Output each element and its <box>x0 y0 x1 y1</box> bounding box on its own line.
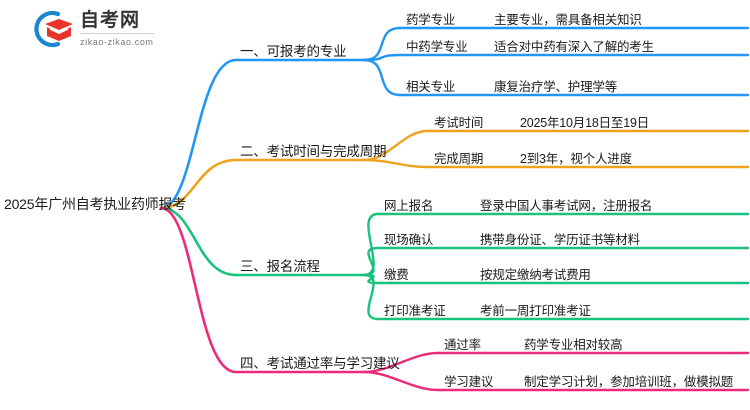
leaf-node[interactable]: 学习建议 制定学习计划，参加培训班，做模拟题 <box>444 367 746 392</box>
leaf-node-value: 2025年10月18日至19日 <box>520 116 650 130</box>
graduation-cap-logo-icon <box>28 8 74 50</box>
logo-title: 自考网 <box>80 11 154 34</box>
root-node-label: 2025年广州自考执业药师报考 <box>4 196 187 212</box>
leaf-node[interactable]: 药学专业 主要专业，需具备相关知识 <box>406 5 746 30</box>
leaf-node-value: 康复治疗学、护理学等 <box>494 80 618 94</box>
leaf-node-key: 现场确认 <box>384 233 434 247</box>
branch-node-label: 一、可报考的专业 <box>240 44 347 59</box>
leaf-node-key: 相关专业 <box>406 80 456 94</box>
leaf-node-value: 主要专业，需具备相关知识 <box>494 13 642 27</box>
leaf-node[interactable]: 相关专业 康复治疗学、护理学等 <box>406 72 746 97</box>
leaf-node-value: 按规定缴纳考试费用 <box>480 268 591 282</box>
leaf-node-key: 考试时间 <box>434 116 484 130</box>
leaf-node[interactable]: 通过率 药学专业相对较高 <box>444 330 746 355</box>
logo-domain: zikao-zikao.com <box>80 37 154 47</box>
leaf-node-key: 完成周期 <box>434 152 484 166</box>
leaf-node[interactable]: 完成周期 2到3年，视个人进度 <box>434 144 746 169</box>
leaf-node-key: 通过率 <box>444 338 481 352</box>
leaf-node-key: 药学专业 <box>406 13 456 27</box>
leaf-node-value: 2到3年，视个人进度 <box>520 152 632 166</box>
leaf-node-value: 制定学习计划，参加培训班，做模拟题 <box>524 375 734 389</box>
leaf-node-value: 考前一周打印准考证 <box>480 304 591 318</box>
leaf-node[interactable]: 中药学专业 适合对中药有深入了解的考生 <box>406 32 746 57</box>
branch-node-label: 三、报名流程 <box>240 259 320 274</box>
branch-node-3[interactable]: 三、报名流程 <box>238 253 362 277</box>
leaf-node-key: 学习建议 <box>444 375 494 389</box>
branch-node-label: 二、考试时间与完成周期 <box>240 144 387 159</box>
leaf-node[interactable]: 网上报名 登录中国人事考试网，注册报名 <box>384 191 746 216</box>
leaf-node[interactable]: 打印准考证 考前一周打印准考证 <box>384 296 746 321</box>
logo-text-block: 自考网 zikao-zikao.com <box>80 11 154 47</box>
branch-node-1[interactable]: 一、可报考的专业 <box>238 38 362 62</box>
root-node[interactable]: 2025年广州自考执业药师报考 <box>4 190 186 218</box>
branch-node-4[interactable]: 四、考试通过率与学习建议 <box>238 350 400 374</box>
leaf-node-key: 中药学专业 <box>406 40 468 54</box>
branch-node-2[interactable]: 二、考试时间与完成周期 <box>238 138 387 162</box>
leaf-node-value: 携带身份证、学历证书等材料 <box>480 233 640 247</box>
site-logo: 自考网 zikao-zikao.com <box>28 6 208 52</box>
leaf-node-value: 药学专业相对较高 <box>524 338 623 352</box>
leaf-node[interactable]: 缴费 按规定缴纳考试费用 <box>384 260 746 285</box>
leaf-node[interactable]: 现场确认 携带身份证、学历证书等材料 <box>384 225 746 250</box>
branch-node-label: 四、考试通过率与学习建议 <box>240 356 400 371</box>
leaf-node[interactable]: 考试时间 2025年10月18日至19日 <box>434 108 746 133</box>
leaf-node-value: 适合对中药有深入了解的考生 <box>494 40 654 54</box>
leaf-node-key: 打印准考证 <box>384 304 446 318</box>
leaf-node-key: 网上报名 <box>384 199 434 213</box>
leaf-node-key: 缴费 <box>384 268 409 282</box>
leaf-node-value: 登录中国人事考试网，注册报名 <box>480 199 653 213</box>
